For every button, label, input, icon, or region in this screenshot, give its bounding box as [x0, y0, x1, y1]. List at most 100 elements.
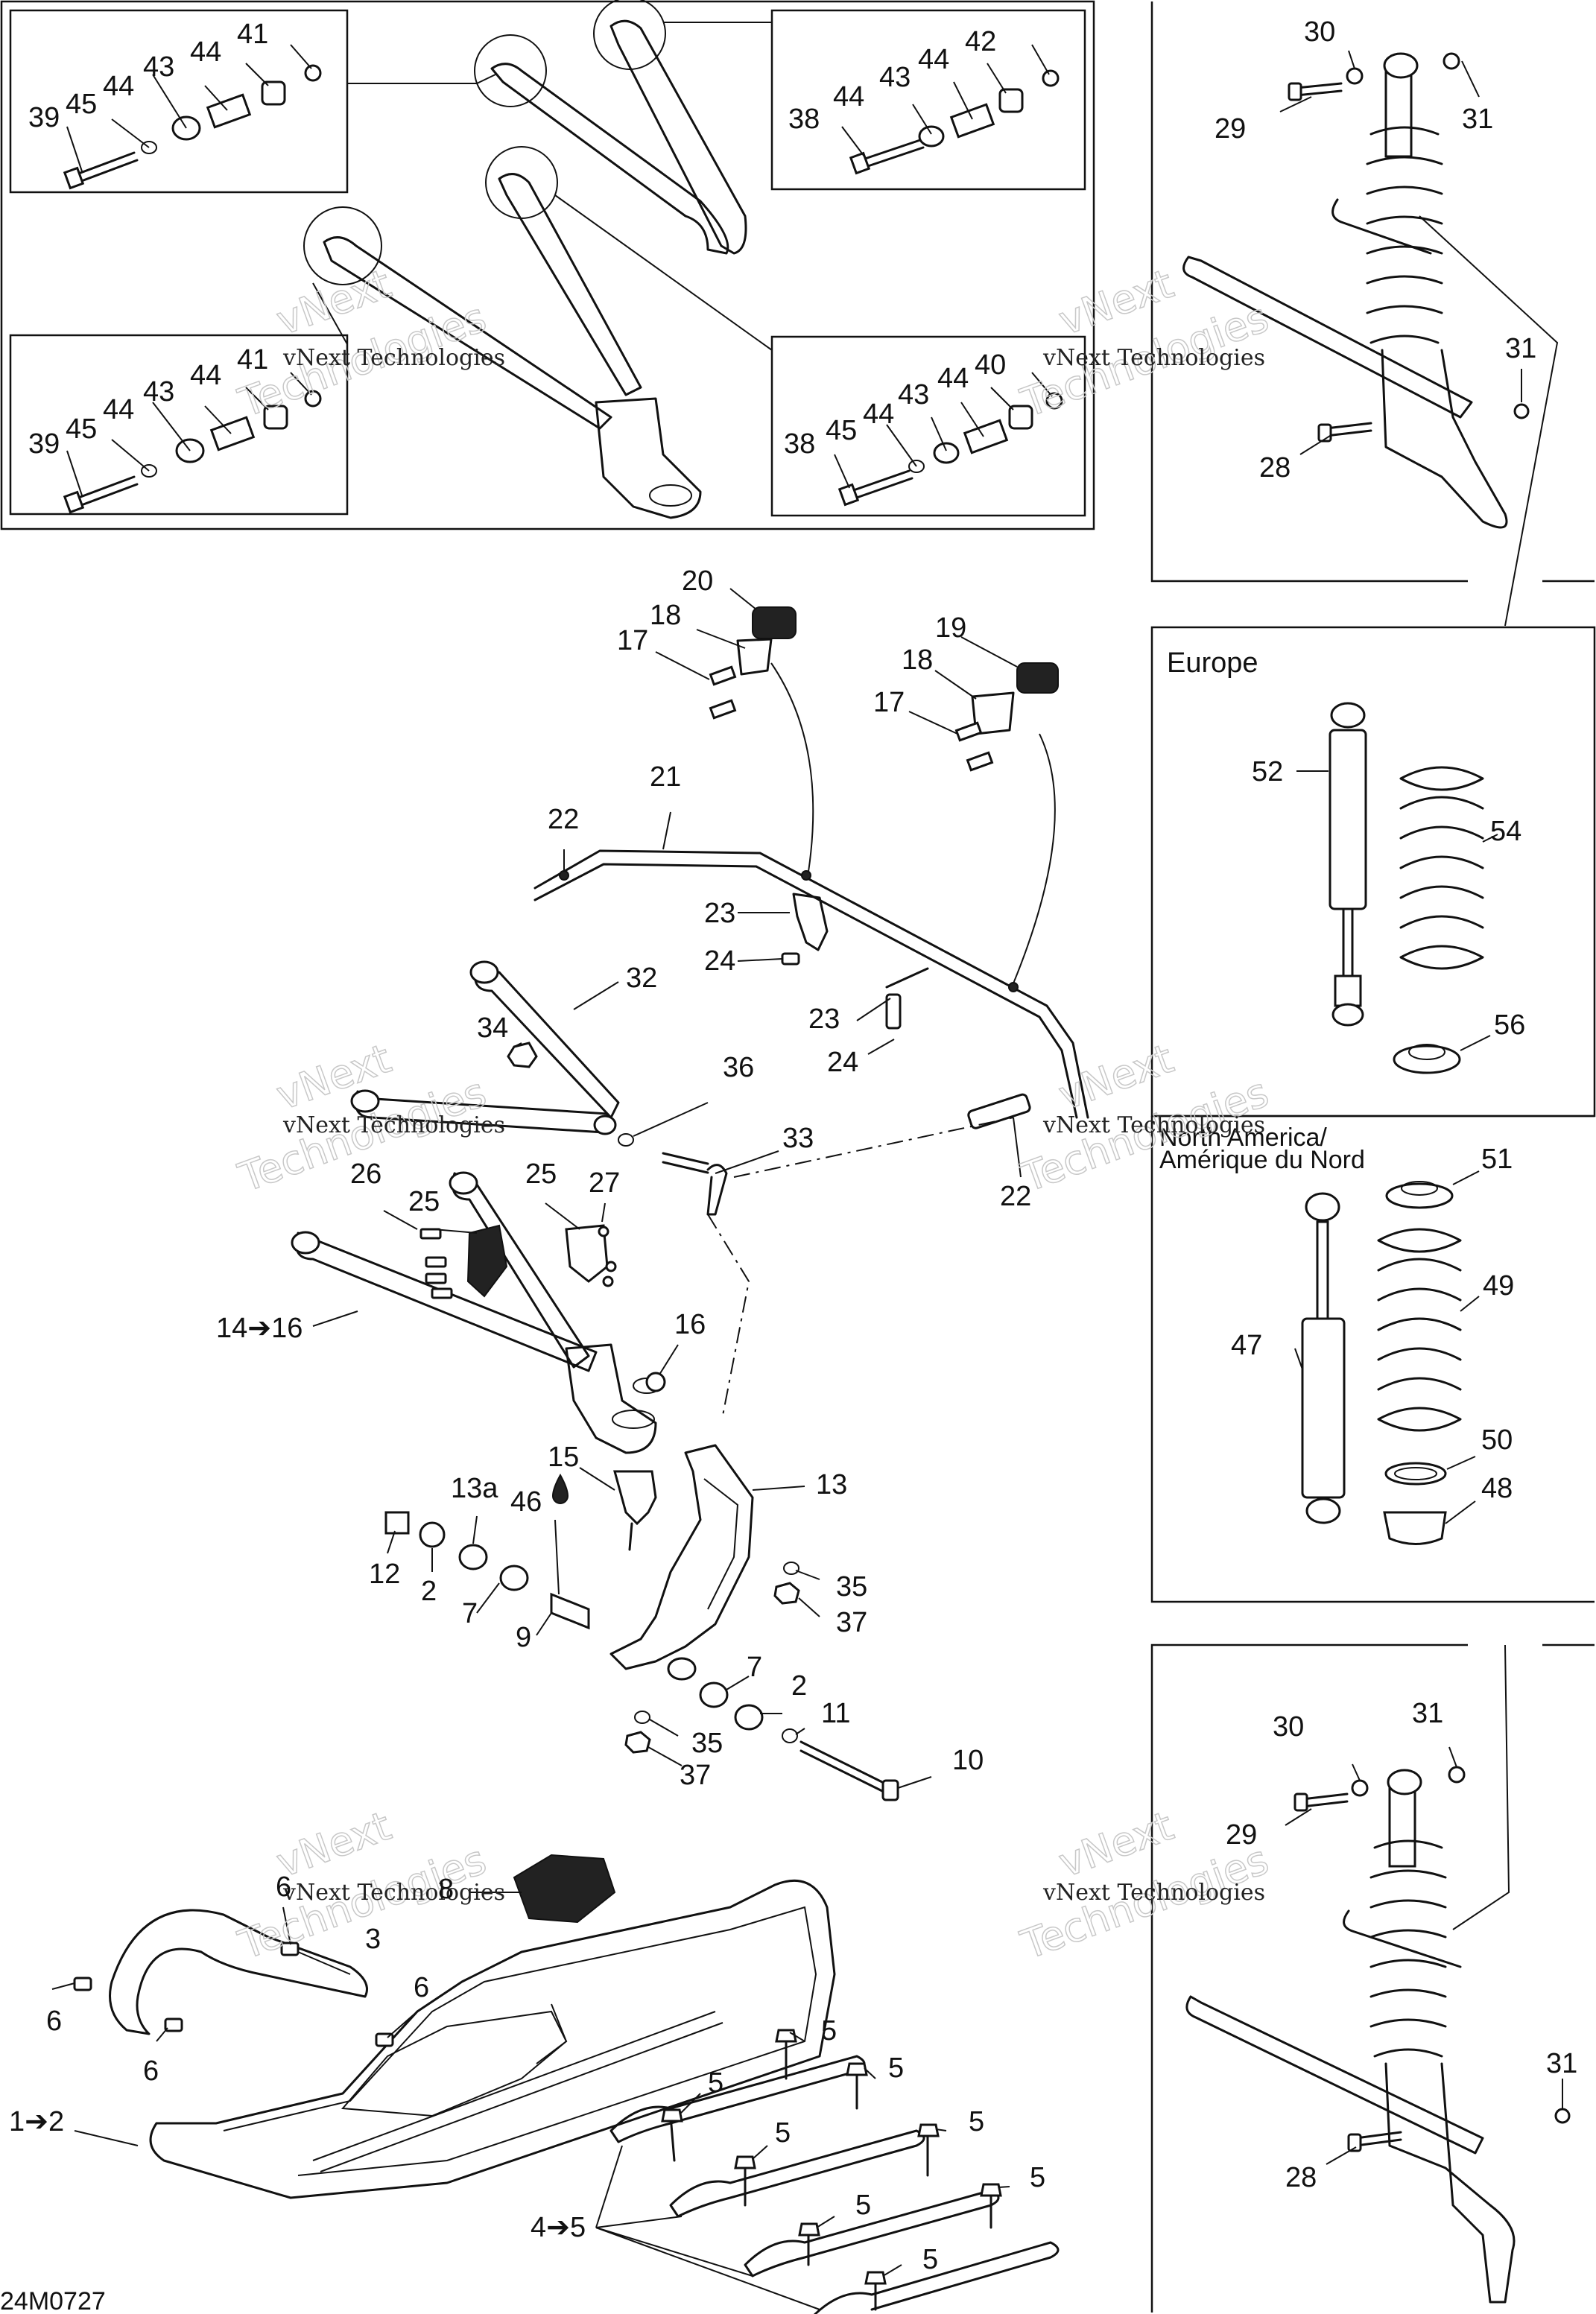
- callout: 21: [650, 761, 681, 793]
- callout: 27: [589, 1167, 620, 1199]
- callout: 43: [898, 379, 929, 411]
- bushing-kit-box-top-left: [9, 9, 349, 194]
- callout: 15: [548, 1442, 579, 1473]
- callout: 30: [1304, 16, 1335, 48]
- image-code: 24M0727: [0, 2287, 106, 2314]
- callout: 18: [902, 644, 933, 676]
- shock-detail-bottom: [1150, 1643, 1595, 2313]
- callout: 39: [28, 428, 60, 460]
- callout: 19: [935, 612, 966, 644]
- callout: 24: [827, 1047, 858, 1078]
- callout: 33: [782, 1123, 814, 1154]
- callout: 2: [421, 1576, 437, 1607]
- callout: 38: [788, 104, 820, 135]
- bushing-kit-box-bottom-left: [9, 334, 349, 516]
- callout-labels: 39 45 44 43 44 41 38 44 43 44 42 39 45 4…: [9, 16, 1577, 2275]
- callout: 2: [791, 1670, 807, 1702]
- callout: 5: [775, 2117, 791, 2149]
- callout: 54: [1490, 816, 1521, 847]
- callout: 56: [1494, 1009, 1525, 1041]
- callout: 31: [1546, 2048, 1577, 2079]
- wear-pad: [513, 1854, 616, 1924]
- carbide-runner-2: [669, 2129, 925, 2218]
- watermark-text-3: vNext Technologies: [282, 1112, 505, 1138]
- lower-a-arm: [295, 1232, 598, 1372]
- callout: 5: [708, 2067, 723, 2099]
- ski-handle: [109, 1909, 368, 2035]
- callout: 44: [103, 71, 134, 102]
- europe-inset-frame: [1150, 626, 1596, 1118]
- callout: 37: [836, 1607, 867, 1638]
- callout: 29: [1215, 113, 1246, 145]
- callout: 34: [477, 1012, 508, 1044]
- shock-detail-bottom-frame: [1150, 1643, 1595, 2313]
- watermark-text-1: vNext Technologies: [282, 345, 505, 371]
- callout: 29: [1226, 1819, 1257, 1851]
- lubricant-drop-icon: [551, 1473, 569, 1504]
- callout: 4➔5: [531, 2212, 586, 2243]
- callout: 44: [918, 44, 949, 75]
- callout: 26: [350, 1158, 381, 1190]
- carbide-runner-1: [609, 2055, 866, 2143]
- callout: 20: [682, 565, 713, 597]
- carbide-runner-4: [814, 2241, 1060, 2314]
- callout: 44: [937, 363, 969, 394]
- callout: 32: [626, 963, 657, 994]
- ski-assembly: [51, 1854, 1060, 2314]
- upper-a-arm-frame: [0, 0, 1095, 530]
- callout: 22: [1000, 1181, 1031, 1212]
- callout: 48: [1481, 1473, 1513, 1504]
- watermark-text-2: vNext Technologies: [1042, 345, 1265, 371]
- spindle: [609, 1444, 754, 1670]
- watermark-text-5: vNext Technologies: [282, 1880, 505, 1906]
- shock-detail-top-frame: [1150, 1, 1595, 583]
- callout: 46: [510, 1486, 542, 1518]
- bushing-kit-box-top-right: [770, 9, 1086, 191]
- bushing-kit-bottom-left: [63, 372, 322, 514]
- europe-inset: Europe: [1150, 626, 1596, 1118]
- callout: 44: [190, 360, 221, 391]
- callout: 5: [1030, 2162, 1045, 2193]
- watermark-text-6: vNext Technologies: [1042, 1880, 1265, 1906]
- bushing-kit-bottom-right: [834, 372, 1063, 507]
- callout: 36: [723, 1052, 754, 1083]
- callout: 52: [1252, 756, 1283, 787]
- callout: 28: [1259, 452, 1291, 484]
- callout: 44: [103, 394, 134, 425]
- callout: 41: [237, 19, 268, 50]
- callout: 43: [143, 376, 174, 408]
- carbide-runner-3: [744, 2189, 1000, 2277]
- callout: 49: [1483, 1270, 1514, 1302]
- callout: 11: [821, 1698, 850, 1729]
- callout: 30: [1273, 1711, 1304, 1743]
- callout: 6: [414, 1972, 429, 2003]
- callout: 23: [704, 898, 735, 929]
- callout: 7: [747, 1652, 762, 1683]
- callout: 6: [46, 2006, 62, 2037]
- sway-bar: [533, 849, 1089, 1119]
- callout: 45: [66, 413, 97, 445]
- shock-detail-top: [1150, 1, 1595, 627]
- callout: 6: [143, 2055, 159, 2087]
- callout: 18: [650, 600, 681, 631]
- callout: 44: [863, 399, 894, 430]
- north-america-inset-frame: [1150, 1115, 1595, 1603]
- upper-a-arm-drawing: [303, 0, 747, 519]
- callout: 39: [28, 102, 60, 133]
- callout: 37: [680, 1760, 711, 1791]
- callout: 22: [548, 804, 579, 835]
- callout: 51: [1481, 1144, 1513, 1175]
- watermark-text-4: vNext Technologies: [1042, 1112, 1265, 1138]
- callout: 10: [952, 1745, 984, 1776]
- north-america-title-line1: North America/: [1159, 1123, 1327, 1152]
- ski: [149, 1879, 836, 2199]
- callout: 41: [237, 344, 268, 375]
- bushing-kit-top-right: [841, 44, 1060, 175]
- callout: 35: [836, 1571, 867, 1603]
- callout: 5: [888, 2053, 904, 2084]
- callout: 47: [1231, 1330, 1262, 1361]
- callout: 24: [704, 945, 735, 977]
- callout: 42: [965, 26, 996, 57]
- callout: 35: [691, 1728, 723, 1759]
